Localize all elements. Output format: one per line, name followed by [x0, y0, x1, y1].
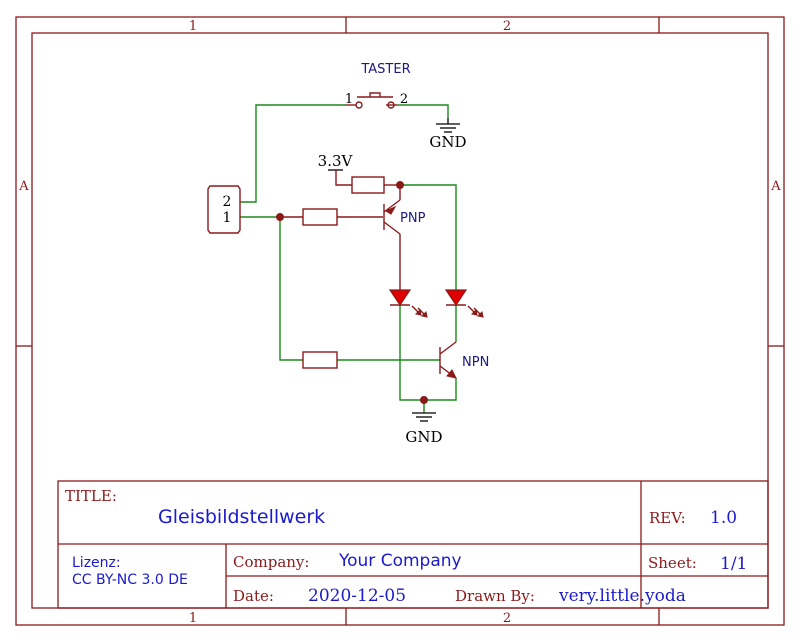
title-value: Gleisbildstellwerk [158, 506, 325, 528]
led-1-ray-1-head [414, 308, 422, 316]
row-label-right: A [770, 179, 781, 194]
connector-body [207, 185, 241, 234]
switch-contact-right [387, 101, 395, 109]
connector-2pin: 2 1 [207, 185, 241, 234]
led-1-ray-2-head [420, 310, 428, 318]
wire-led1-and-npn-to-gnd [399, 305, 457, 401]
title-key: TITLE: [65, 487, 117, 505]
date-key: Date: [233, 587, 274, 605]
rev-key: REV: [649, 509, 686, 527]
wire-pnp-emitter-to-led2 [400, 184, 457, 290]
wires [240, 104, 457, 413]
gnd-label-top: GND [429, 133, 466, 151]
npn-transistor: NPN [439, 341, 489, 379]
led-2 [444, 289, 484, 318]
push-button-switch: TASTER 1 2 [345, 62, 411, 109]
supply-label: 3.3V [318, 152, 354, 170]
pnp-collector-leg [383, 221, 401, 235]
led-2-triangle [444, 289, 468, 307]
connector-pin-2: 2 [223, 194, 232, 210]
connector-pin-1: 1 [223, 210, 232, 226]
resistor-r2 [280, 208, 383, 226]
led-2-ray-2-head [476, 310, 484, 318]
pnp-label: PNP [400, 211, 426, 226]
column-label-top-2: 2 [503, 19, 511, 34]
company-key: Company: [233, 553, 309, 571]
resistor-r1-body [351, 176, 385, 194]
row-label-left: A [18, 179, 29, 194]
title-block: TITLE: Gleisbildstellwerk REV: 1.0 Lizen… [57, 480, 769, 609]
pnp-arrow [384, 205, 397, 215]
pnp-emitter-leg [383, 199, 401, 213]
resistor-r1 [351, 176, 400, 194]
led-2-ray-1-head [470, 308, 478, 316]
gnd-symbol-top: GND [429, 118, 467, 151]
supply-lead [335, 170, 352, 186]
license-key: Lizenz: [72, 555, 121, 571]
drawn-by-key: Drawn By: [455, 587, 535, 605]
wire-pin2-to-switch [240, 104, 345, 203]
date-value: 2020-12-05 [308, 586, 406, 606]
sheet-value: 1/1 [720, 554, 747, 574]
gnd-label-bottom: GND [405, 428, 442, 446]
rev-value: 1.0 [710, 508, 737, 528]
wire-junction-to-r3 [279, 217, 303, 361]
pnp-transistor: PNP [383, 185, 426, 290]
switch-actuator-knob [369, 92, 381, 97]
column-label-top-1: 1 [189, 19, 197, 34]
supply-3v3: 3.3V [318, 152, 354, 186]
junction-dot-gnd [420, 396, 428, 404]
led-1 [388, 289, 428, 318]
outer-border [15, 16, 785, 626]
switch-contact-left [355, 101, 363, 109]
switch-label: TASTER [360, 62, 410, 77]
license-value: CC BY-NC 3.0 DE [72, 572, 188, 588]
column-label-bottom-2: 2 [503, 611, 511, 626]
npn-collector-leg [439, 341, 457, 355]
company-value: Your Company [338, 551, 462, 571]
resistor-r3-body [302, 351, 338, 369]
wire-switch-to-gnd [397, 104, 449, 118]
npn-label: NPN [462, 355, 489, 370]
column-label-bottom-1: 1 [189, 611, 197, 626]
resistor-r3 [302, 351, 338, 369]
switch-pin-2: 2 [400, 92, 408, 107]
npn-arrow [446, 369, 457, 379]
led-1-triangle [388, 289, 412, 307]
switch-pin-1: 1 [345, 92, 353, 107]
sheet-key: Sheet: [648, 554, 697, 572]
gnd-symbol-bottom: GND [405, 412, 443, 446]
drawn-by-value: very.little.yoda [558, 586, 686, 606]
resistor-r2-body [302, 208, 338, 226]
